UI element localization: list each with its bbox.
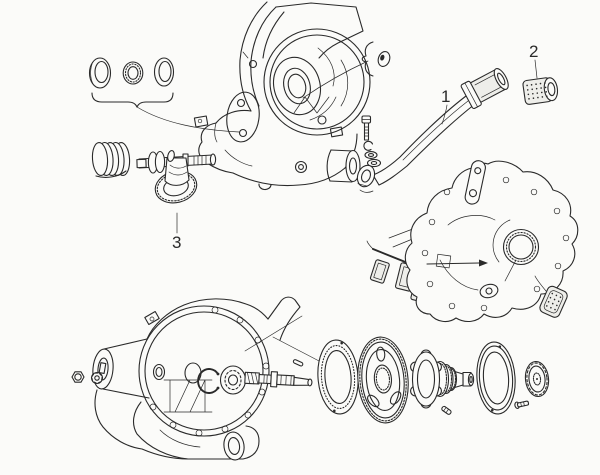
shaft-nut	[71, 371, 85, 383]
gear-cluster	[410, 349, 475, 415]
callout-2: 2	[529, 42, 538, 79]
cover-boss	[479, 283, 499, 299]
output-shaft	[244, 371, 313, 388]
crankcase-flywheel-side	[193, 1, 371, 191]
ring-gear	[357, 336, 409, 424]
callout-2-label: 2	[529, 42, 538, 61]
circlip	[197, 368, 220, 394]
kickstart-sector-gear-shaft	[136, 150, 217, 204]
shim-plate	[317, 339, 359, 415]
brace-leader-line	[136, 106, 240, 133]
kickstart-lever-rubber	[522, 77, 559, 105]
kickstart-lever	[356, 67, 509, 193]
callout-3-label: 3	[172, 233, 181, 252]
lever-pinch-bolt-and-washers	[361, 115, 382, 168]
callout-1-label: 1	[441, 87, 450, 106]
pad-knurl-dots	[545, 292, 562, 311]
drive-sprocket	[524, 361, 550, 397]
oil-seal	[88, 57, 112, 89]
star-washer	[90, 362, 107, 385]
hub-grommet-callout	[302, 41, 391, 99]
kickstart-return-spring	[91, 141, 131, 178]
flat-washer	[366, 158, 382, 168]
crankcase-clutch-side	[92, 296, 322, 461]
needle-bearing	[122, 61, 144, 85]
ball-bearing	[219, 365, 247, 395]
transmission-side-cover	[404, 160, 579, 323]
hub-grommet	[377, 51, 391, 67]
lock-washer	[363, 140, 374, 151]
assembly-arrow-icon	[426, 259, 488, 267]
seal-and-bearing-set	[88, 57, 240, 133]
grommet-leader-line	[302, 60, 369, 99]
sprocket-bolt	[514, 400, 530, 409]
brace-icon	[361, 41, 374, 77]
callout-1-leader	[441, 104, 448, 125]
cluster-stud	[441, 405, 452, 415]
knurled-pedal-pad	[534, 275, 568, 318]
sealing-ring	[153, 57, 175, 87]
callout-3: 3	[172, 212, 181, 252]
callout-1: 1	[441, 87, 450, 125]
clutch-plate	[476, 341, 516, 415]
knurl-dots	[526, 82, 548, 100]
group-brace	[91, 92, 240, 133]
shaft-pin	[292, 359, 304, 367]
callout-2-leader	[534, 59, 538, 79]
flat-washer	[364, 151, 378, 159]
